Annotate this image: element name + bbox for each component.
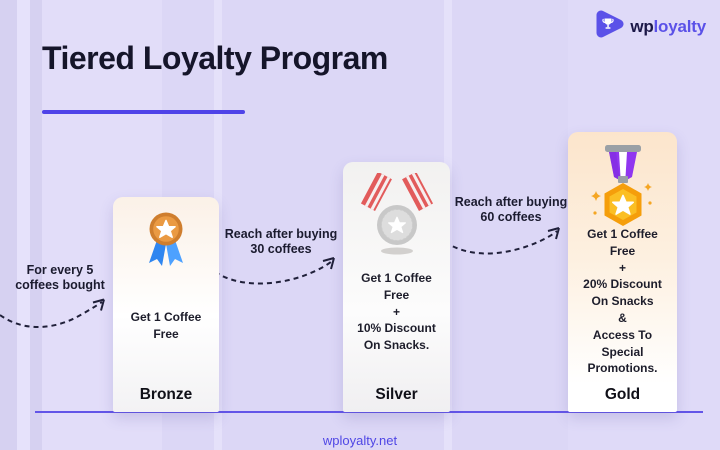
tier-benefits: Get 1 Coffee Free	[130, 310, 202, 341]
tier-card-gold: Get 1 Coffee Free + 20% Discount On Snac…	[568, 132, 677, 412]
brand-name-prefix: wp	[630, 16, 654, 36]
tier-name: Gold	[604, 386, 641, 403]
footer-link[interactable]: wployalty.net	[322, 433, 398, 448]
tier-benefits: Get 1 Coffee Free + 20% Discount On Snac…	[583, 227, 662, 376]
page-title: Tiered Loyalty Program	[42, 40, 388, 76]
title-underline	[42, 110, 245, 114]
brand-logo: wployalty	[593, 8, 706, 45]
baseline-divider	[35, 411, 703, 413]
tier-card-silver: Get 1 Coffee Free + 10% Discount On Snac…	[343, 162, 450, 412]
brand-name: wployalty	[630, 17, 706, 37]
tier-benefits: Get 1 Coffee Free + 10% Discount On Snac…	[357, 271, 436, 353]
trophy-icon	[593, 8, 625, 45]
brand-name-suffix: loyalty	[653, 16, 707, 36]
annotation-every-5-coffees: For every 5 coffees bought	[15, 263, 105, 293]
arrow-to-bronze-icon	[0, 298, 105, 328]
gold-medal-icon	[583, 143, 663, 252]
tier-name: Bronze	[139, 386, 193, 403]
silver-medal-icon	[360, 171, 433, 264]
annotation-60-coffees: Reach after buying 60 coffees	[454, 195, 568, 225]
tier-name: Silver	[375, 386, 418, 403]
bronze-medal-icon	[138, 208, 194, 275]
tier-card-bronze: Get 1 Coffee Free Bronze	[113, 197, 219, 412]
annotation-30-coffees: Reach after buying 30 coffees	[224, 227, 338, 257]
arrow-to-silver-icon	[215, 257, 335, 285]
arrow-to-gold-icon	[445, 227, 560, 255]
